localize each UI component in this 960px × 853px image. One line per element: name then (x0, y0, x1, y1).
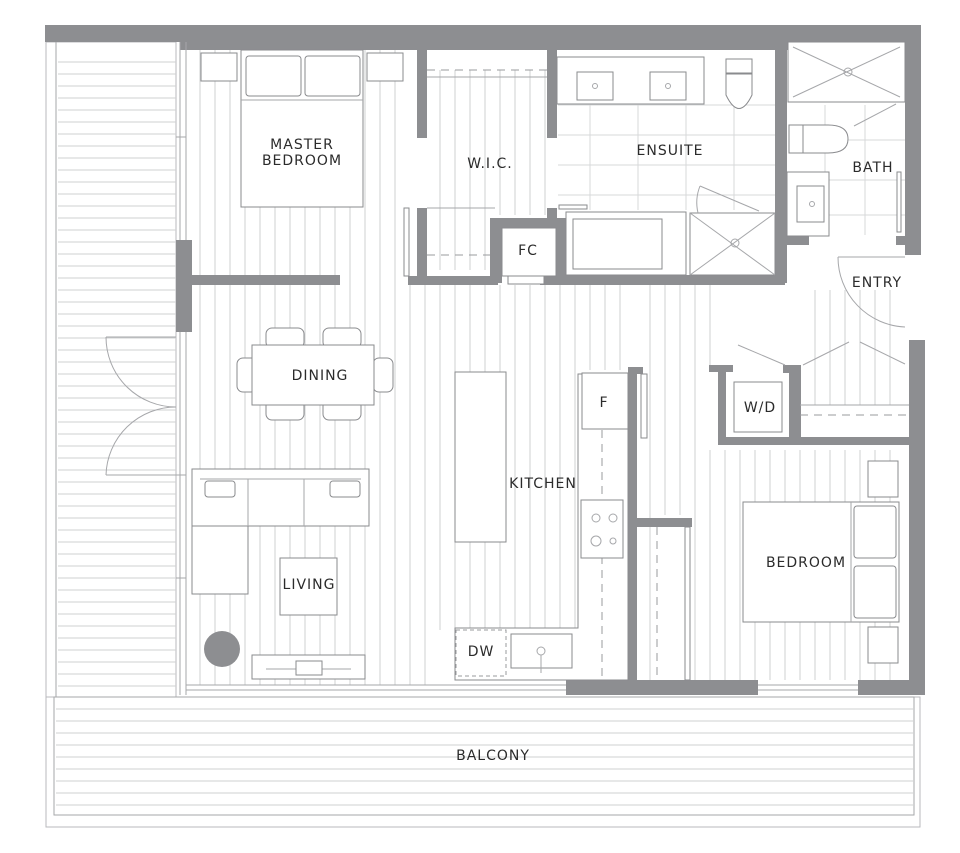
bedroom-bed (742, 460, 900, 664)
dishwasher (455, 629, 507, 677)
fc-door (507, 275, 545, 285)
ensuite-fixtures (556, 56, 776, 276)
cooktop (580, 499, 624, 559)
label-balcony: BALCONY (456, 748, 530, 764)
entry-door (837, 256, 906, 328)
walls (45, 25, 925, 695)
label-master-bedroom: MASTER BEDROOM (244, 137, 360, 169)
wic-shelving (403, 69, 547, 277)
balcony-west-decking (45, 41, 177, 698)
label-ensuite: ENSUITE (636, 143, 704, 159)
dining-table (236, 327, 394, 421)
living-sofa (191, 468, 370, 680)
balcony-door (105, 336, 177, 476)
label-dining: DINING (291, 368, 349, 384)
label-bedroom: BEDROOM (765, 555, 847, 571)
label-bath: BATH (852, 160, 894, 176)
window-frames (176, 42, 858, 695)
kitchen-island (454, 371, 507, 543)
fc-closet (501, 227, 557, 277)
bedroom-closet (656, 526, 691, 681)
label-fridge: F (599, 395, 609, 411)
label-master-bedroom-line1: MASTER (270, 137, 334, 153)
washer-dryer (733, 381, 783, 433)
coffee-table (279, 557, 338, 616)
label-master-bedroom-line2: BEDROOM (261, 153, 343, 169)
label-dishwasher: DW (467, 644, 495, 660)
label-fc: FC (518, 243, 538, 259)
master-bed (200, 49, 404, 208)
kitchen-fixtures (454, 371, 648, 681)
label-entry: ENTRY (851, 275, 903, 291)
balcony-south-decking (45, 696, 921, 828)
side-table (204, 631, 240, 667)
bath-fixtures (786, 41, 906, 237)
label-kitchen: KITCHEN (509, 476, 577, 492)
fridge (581, 372, 629, 430)
closet-bifold-doors (737, 341, 909, 416)
label-washer-dryer: W/D (743, 400, 777, 416)
label-living: LIVING (282, 577, 336, 593)
label-wic: W.I.C. (467, 156, 513, 172)
